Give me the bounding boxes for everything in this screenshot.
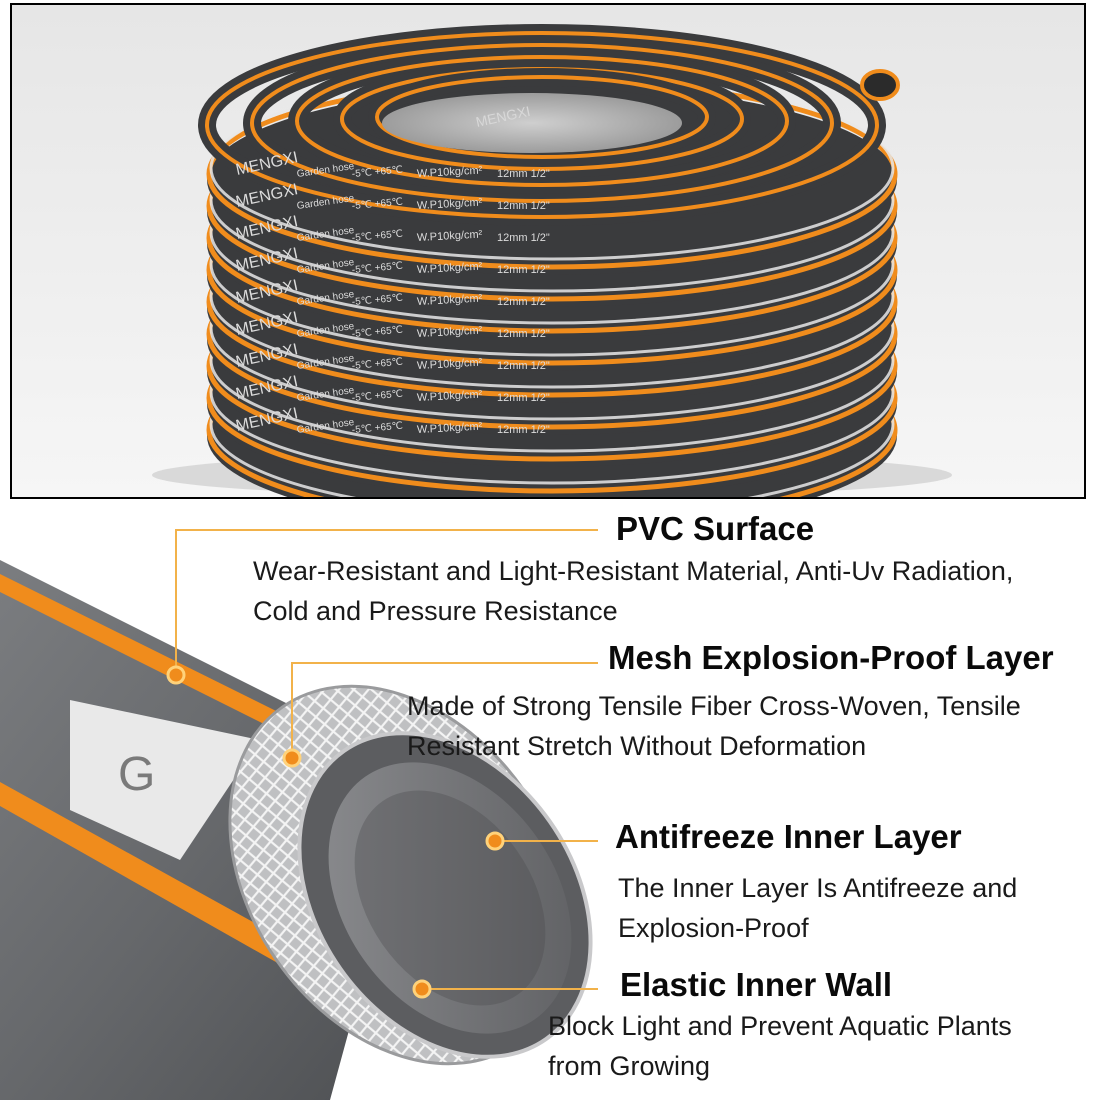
description-line: Explosion-Proof [618, 913, 809, 943]
layer-description-elastic-inner-wall: Block Light and Prevent Aquatic Plants f… [548, 1006, 1012, 1086]
description-line: from Growing [548, 1051, 711, 1081]
coil-print-temp: -5℃ +65℃ [351, 421, 403, 436]
hose-end-opening [860, 69, 900, 101]
callout-line-mesh [291, 662, 598, 758]
coil-print-size: 12mm 1/2" [497, 360, 550, 372]
coil-print-temp: -5℃ +65℃ [351, 357, 403, 372]
callout-line-pvc [175, 529, 598, 675]
coil-top-stripe [375, 75, 709, 159]
hose-cutaway-diagram: G [0, 529, 598, 1100]
coil-print-temp: -5℃ +65℃ [351, 165, 403, 180]
coil-print-pressure: W.P10kg/cm² [417, 197, 483, 212]
layer-title-mesh-layer: Mesh Explosion-Proof Layer [608, 639, 1054, 676]
coil-print-temp: -5℃ +65℃ [351, 197, 403, 212]
coil-print-size: 12mm 1/2" [497, 232, 550, 244]
orange-stripe-bottom [0, 782, 300, 970]
description-line: Resistant Stretch Without Deformation [407, 731, 867, 761]
coil-print-temp: -5℃ +65℃ [351, 389, 403, 404]
coil-print-size: 12mm 1/2" [497, 328, 550, 340]
coil-print-size: 12mm 1/2" [497, 264, 550, 276]
description-line: Wear-Resistant and Light-Resistant Mater… [253, 556, 1014, 586]
layer-title-pvc-surface: PVC Surface [616, 510, 815, 547]
coil-top-rings [198, 24, 886, 226]
coil-top-stripe [205, 31, 879, 219]
white-print-band [70, 700, 260, 860]
description-line: Cold and Pressure Resistance [253, 596, 618, 626]
callout-dot-pvc [166, 665, 186, 685]
coil-top-stripe [250, 43, 834, 203]
coil-print-pressure: W.P10kg/cm² [417, 165, 483, 180]
layer-description-mesh-layer: Made of Strong Tensile Fiber Cross-Woven… [407, 686, 1021, 766]
layer-title-antifreeze-layer: Antifreeze Inner Layer [615, 818, 962, 855]
layer-title-elastic-inner-wall: Elastic Inner Wall [620, 966, 893, 1003]
coil-print-temp: -5℃ +65℃ [351, 325, 403, 340]
coil-print-size: 12mm 1/2" [497, 424, 550, 436]
coil-print-pressure: W.P10kg/cm² [417, 293, 483, 308]
tube-print-letter: G [118, 748, 155, 801]
callout-lines [175, 529, 598, 990]
coil-print-size: 12mm 1/2" [497, 200, 550, 212]
description-line: Made of Strong Tensile Fiber Cross-Woven… [407, 691, 1021, 721]
coil-print-pressure: W.P10kg/cm² [417, 421, 483, 436]
callout-dots [166, 665, 505, 999]
description-line: Block Light and Prevent Aquatic Plants [548, 1011, 1012, 1041]
coil-print-pressure: W.P10kg/cm² [417, 325, 483, 340]
coil-print-pressure: W.P10kg/cm² [417, 261, 483, 276]
layer-description-pvc-surface: Wear-Resistant and Light-Resistant Mater… [253, 551, 1013, 631]
coil-print-temp: -5℃ +65℃ [351, 261, 403, 276]
coil-print-temp: -5℃ +65℃ [351, 229, 403, 244]
layer-description-antifreeze-layer: The Inner Layer Is Antifreeze and Explos… [618, 868, 1017, 948]
coil-print-size: 12mm 1/2" [497, 296, 550, 308]
coil-print-pressure: W.P10kg/cm² [417, 357, 483, 372]
coil-top-stripe [295, 55, 789, 187]
coil-print-size: 12mm 1/2" [497, 392, 550, 404]
elastic-inner-wall [328, 762, 572, 1034]
coil-center-hole [382, 93, 682, 153]
coil-print-size: 12mm 1/2" [497, 168, 550, 180]
callout-dot-antifreeze [485, 831, 505, 851]
description-line: The Inner Layer Is Antifreeze and [618, 873, 1018, 903]
callout-dot-mesh [282, 748, 302, 768]
callout-dot-inner-wall [412, 979, 432, 999]
coil-print-temp: -5℃ +65℃ [351, 293, 403, 308]
coil-print-pressure: W.P10kg/cm² [417, 229, 483, 244]
coil-print-pressure: W.P10kg/cm² [417, 389, 483, 404]
